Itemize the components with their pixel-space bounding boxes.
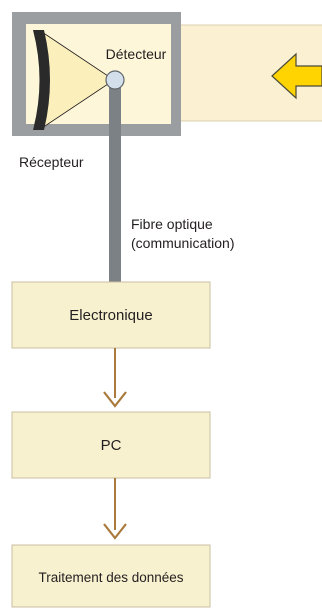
pc-label: PC [101, 437, 122, 454]
arrow-down-icon [103, 348, 127, 408]
mirror-icon [33, 30, 50, 130]
electronics-label: Electronique [69, 307, 152, 324]
electronics-box: Electronique [11, 281, 211, 349]
receiver-label: Récepteur [19, 154, 84, 170]
fiber-label-line1: Fibre optique [131, 216, 213, 232]
fiber-label-line2: (communication) [131, 235, 234, 251]
pc-box: PC [11, 411, 211, 479]
detector-icon [105, 70, 125, 90]
optical-fiber [109, 84, 121, 282]
detector-label: Détecteur [106, 46, 167, 62]
arrow-left-icon [271, 52, 322, 100]
arrow-down-icon [103, 478, 127, 540]
data-processing-box: Traitement des données [11, 544, 211, 608]
data-processing-label: Traitement des données [38, 570, 183, 585]
